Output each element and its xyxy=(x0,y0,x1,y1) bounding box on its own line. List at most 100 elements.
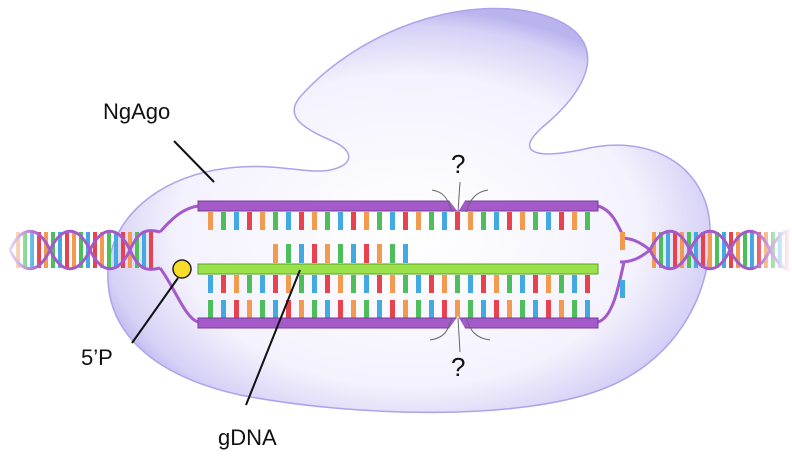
helix-base-pair xyxy=(715,232,719,268)
base-tick-bottom xyxy=(585,300,590,318)
base-tick-guide-lower xyxy=(455,275,460,293)
base-tick-guide-lower xyxy=(351,275,356,293)
base-tick-guide-upper xyxy=(273,244,278,263)
base-tick-top xyxy=(273,212,278,230)
phosphate-circle-icon xyxy=(172,259,192,279)
base-tick-bottom xyxy=(286,300,291,318)
helix-base-pair xyxy=(666,232,670,268)
helix-base-pair xyxy=(100,232,104,268)
helix-base-pair xyxy=(708,232,712,268)
base-tick-guide-upper xyxy=(351,244,356,263)
base-tick-guide-upper xyxy=(312,244,317,263)
base-tick-guide-lower xyxy=(546,275,551,293)
base-tick-bottom xyxy=(455,300,460,318)
base-tick-top xyxy=(520,212,525,230)
gdna-label: gDNA xyxy=(218,425,277,450)
base-tick-bottom xyxy=(507,300,512,318)
base-tick-top xyxy=(468,212,473,230)
base-tick-end xyxy=(620,232,625,250)
strand-connector-bottom-left xyxy=(158,267,199,324)
base-tick-bottom xyxy=(338,300,343,318)
base-tick-guide-lower xyxy=(507,275,512,293)
base-tick-top xyxy=(247,212,252,230)
base-tick-guide-lower xyxy=(338,275,343,293)
helix-base-pair xyxy=(722,232,726,268)
base-tick-guide-lower xyxy=(221,275,226,293)
base-tick-guide-lower xyxy=(533,275,538,293)
base-tick-guide-upper xyxy=(299,244,304,263)
base-tick-top xyxy=(481,212,486,230)
base-tick-bottom xyxy=(247,300,252,318)
helix-base-pair xyxy=(44,232,48,268)
base-tick-top xyxy=(234,212,239,230)
base-tick-guide-lower xyxy=(429,275,434,293)
base-tick-top xyxy=(533,212,538,230)
helix-base-pair xyxy=(86,232,90,268)
base-tick-top xyxy=(455,212,460,230)
base-tick-bottom xyxy=(416,300,421,318)
helix-base-pair xyxy=(121,232,125,268)
base-tick-bottom xyxy=(403,300,408,318)
base-tick-top xyxy=(286,212,291,230)
base-tick-guide-lower xyxy=(260,275,265,293)
base-tick-bottom xyxy=(364,300,369,318)
base-tick-guide-lower xyxy=(234,275,239,293)
base-tick-top xyxy=(338,212,343,230)
base-tick-guide-lower xyxy=(325,275,330,293)
base-tick-bottom xyxy=(572,300,577,318)
base-tick-top xyxy=(442,212,447,230)
helix-base-pair xyxy=(701,232,705,268)
ngago-leader-line xyxy=(173,140,215,183)
base-tick-bottom xyxy=(442,300,447,318)
base-tick-guide-lower xyxy=(468,275,473,293)
question-mark-bottom: ? xyxy=(451,352,466,382)
base-tick-bottom xyxy=(481,300,486,318)
base-tick-top xyxy=(585,212,590,230)
base-tick-top xyxy=(572,212,577,230)
helix-base-pair xyxy=(673,232,677,268)
helix-base-pair xyxy=(79,232,83,268)
left-dna-helix-icon xyxy=(0,220,161,280)
base-tick-guide-upper xyxy=(377,244,382,263)
base-tick-top xyxy=(377,212,382,230)
base-tick-guide-lower xyxy=(364,275,369,293)
base-tick-guide-lower xyxy=(390,275,395,293)
base-tick-bottom xyxy=(351,300,356,318)
helix-base-pair xyxy=(680,232,684,268)
helix-base-pair xyxy=(142,232,146,268)
base-tick-bottom xyxy=(559,300,564,318)
base-tick-guide-upper xyxy=(338,244,343,263)
helix-base-pair xyxy=(65,232,69,268)
cleavage-nick-icon-top xyxy=(431,181,489,213)
base-tick-bottom xyxy=(494,300,499,318)
base-tick-top xyxy=(403,212,408,230)
helix-base-pair xyxy=(736,232,740,268)
base-tick-top xyxy=(559,212,564,230)
base-tick-guide-lower xyxy=(494,275,499,293)
helix-base-pair xyxy=(652,232,656,268)
base-tick-top xyxy=(325,212,330,230)
base-tick-bottom xyxy=(260,300,265,318)
base-tick-top xyxy=(260,212,265,230)
base-tick-guide-lower xyxy=(416,275,421,293)
helix-base-pair xyxy=(694,232,698,268)
base-tick-top xyxy=(312,212,317,230)
strand-connector-top-left xyxy=(158,204,199,233)
base-tick-guide-lower xyxy=(442,275,447,293)
base-tick-guide-upper xyxy=(364,244,369,263)
helix-base-pair xyxy=(114,232,118,268)
helix-base-pair xyxy=(72,232,76,268)
base-tick-guide-lower xyxy=(403,275,408,293)
base-tick-guide-lower xyxy=(377,275,382,293)
gdna-leader-line xyxy=(245,269,301,406)
base-tick-guide-lower xyxy=(286,275,291,293)
base-tick-bottom xyxy=(429,300,434,318)
base-tick-bottom xyxy=(533,300,538,318)
helix-base-pair xyxy=(107,232,111,268)
base-tick-top xyxy=(429,212,434,230)
base-tick-top xyxy=(351,212,356,230)
base-tick-guide-lower xyxy=(312,275,317,293)
helix-base-pair xyxy=(659,232,663,268)
base-tick-bottom xyxy=(312,300,317,318)
